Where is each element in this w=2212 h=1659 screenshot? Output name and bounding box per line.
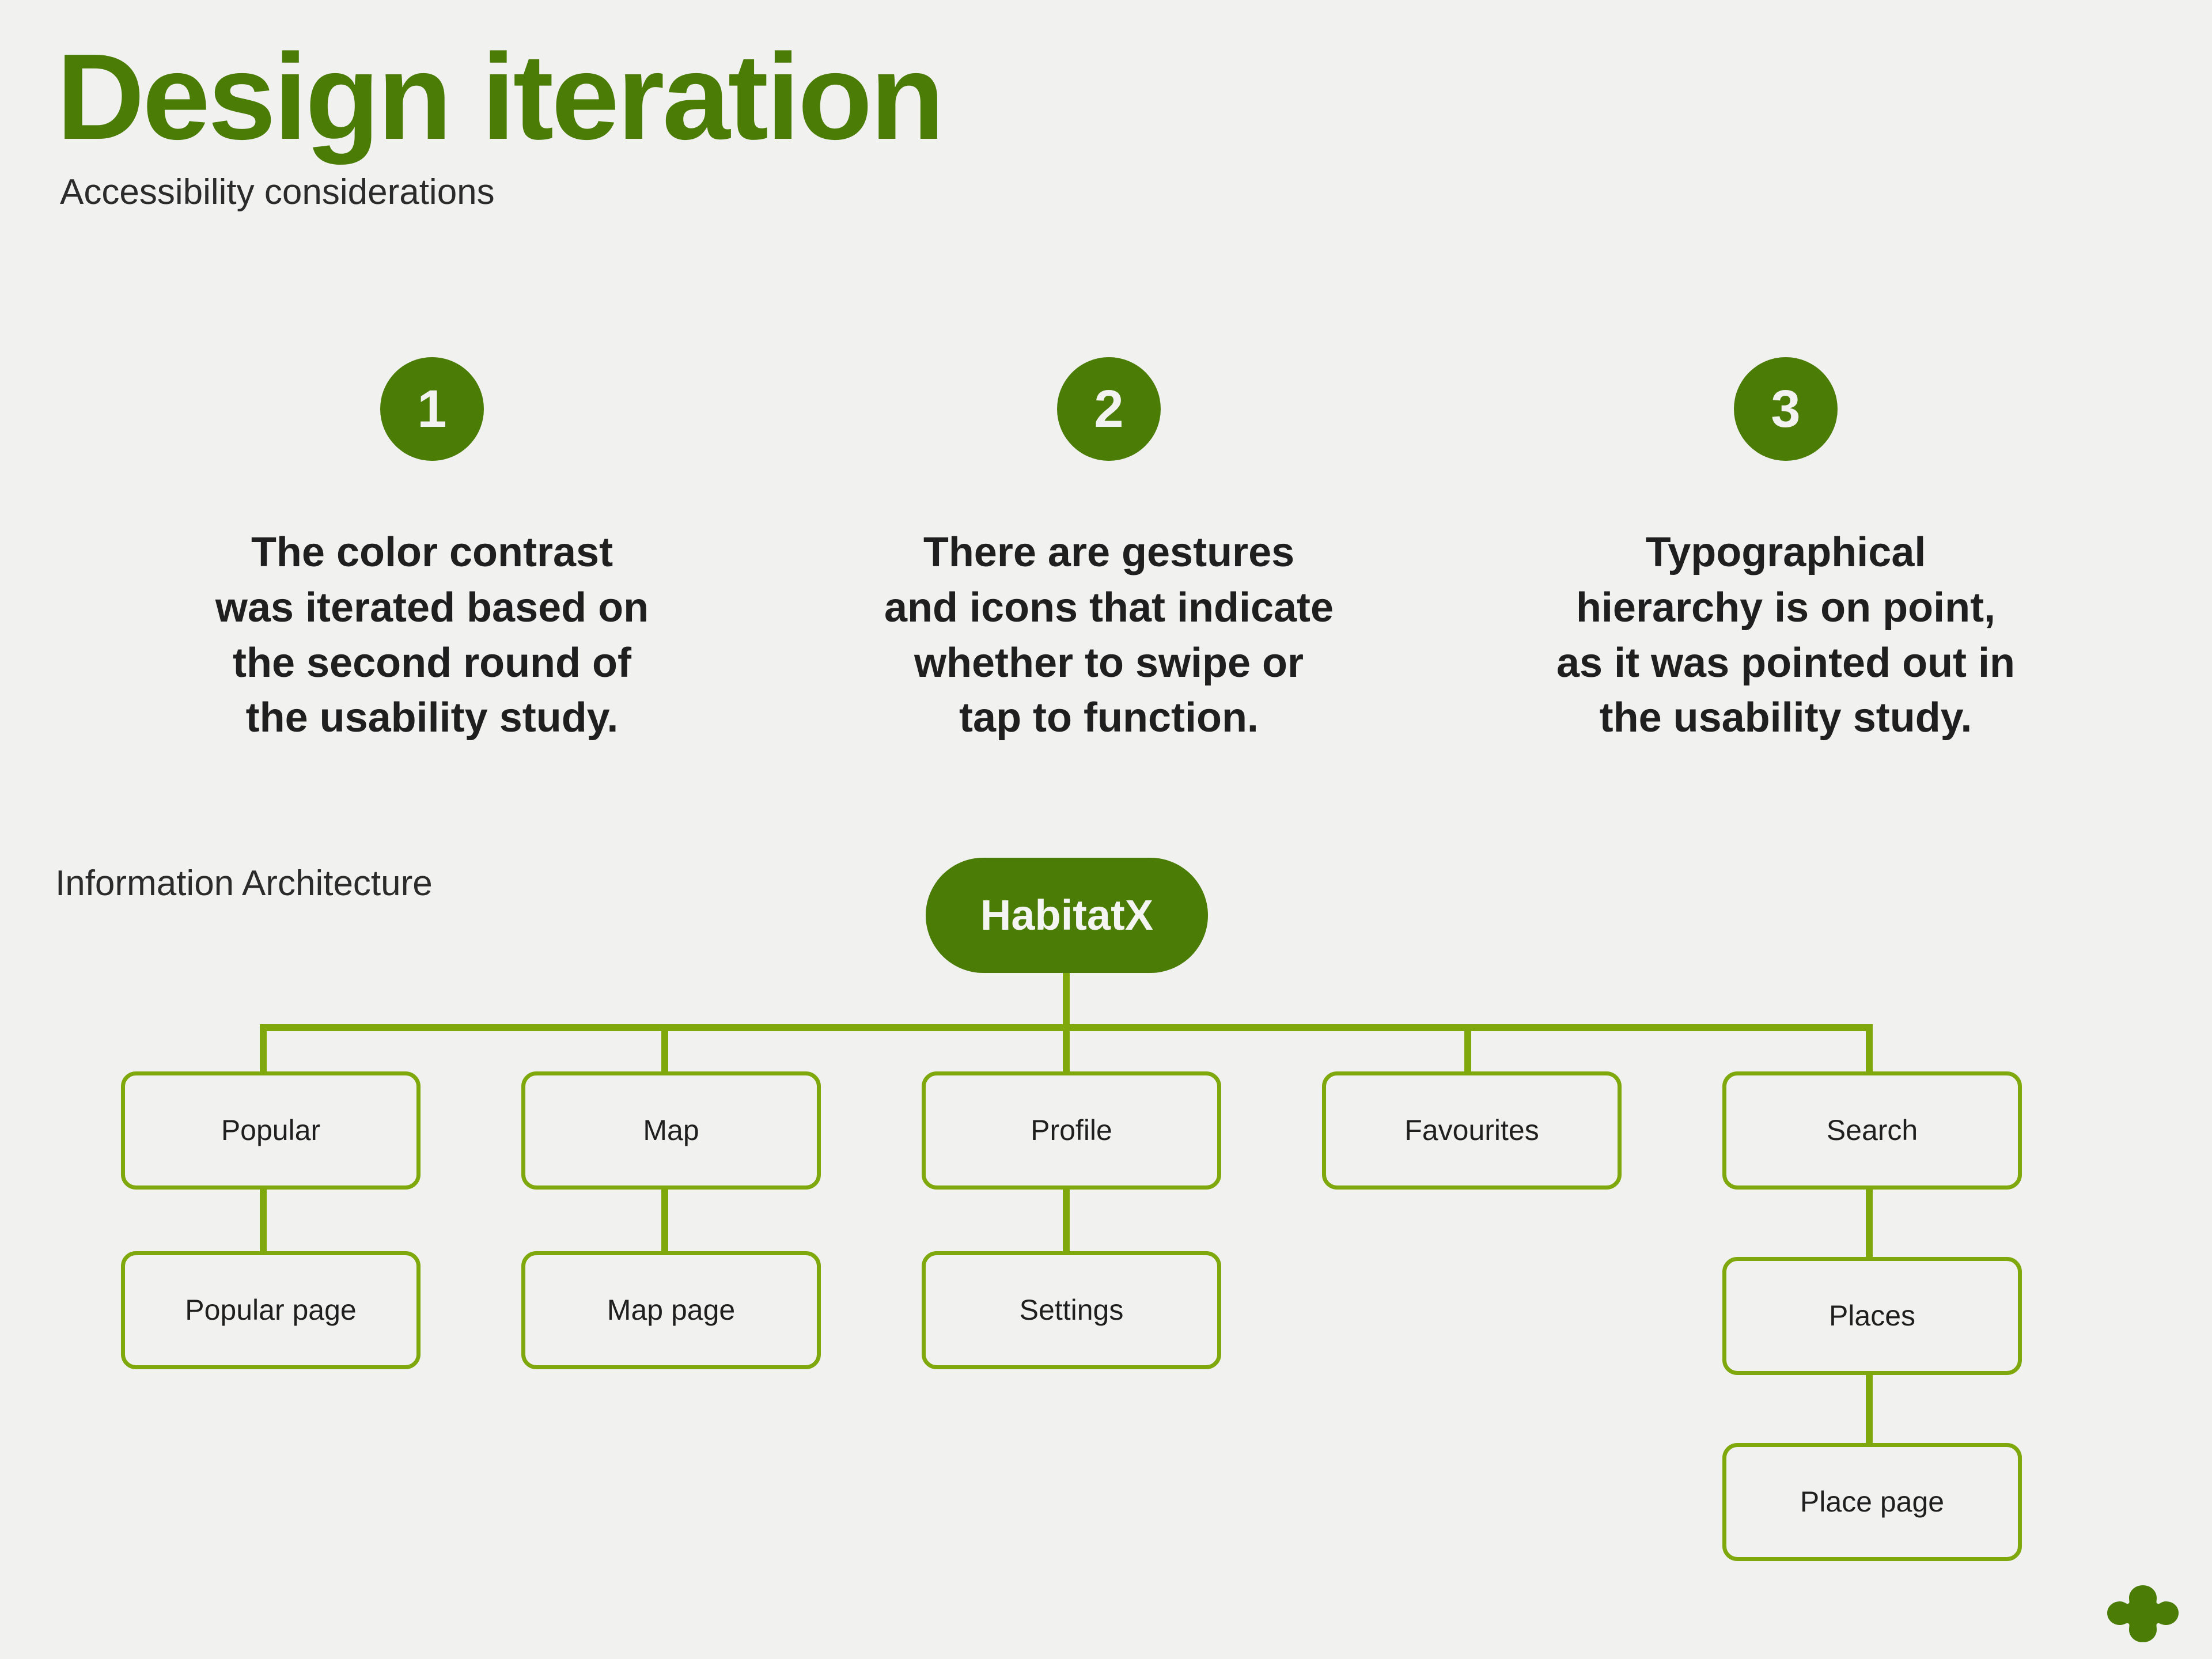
tree-node-place-page[interactable]: Place page <box>1722 1443 2022 1561</box>
connector-profile-to-settings <box>1063 1188 1070 1251</box>
connector-horizontal-bus <box>260 1024 1873 1031</box>
tree-node-map-label: Map <box>643 1114 699 1146</box>
consideration-item-1: 1 The color contrast was iterated based … <box>144 357 720 746</box>
connector-map-to-map-page <box>661 1188 668 1251</box>
tree-node-popular-page-label: Popular page <box>185 1294 357 1326</box>
tree-node-popular-label: Popular <box>221 1114 321 1146</box>
tree-node-root[interactable]: HabitatX <box>926 858 1208 973</box>
page-title: Design iteration <box>56 28 945 165</box>
tree-node-settings[interactable]: Settings <box>922 1251 1221 1369</box>
tree-node-popular[interactable]: Popular <box>121 1071 421 1190</box>
tree-node-map[interactable]: Map <box>521 1071 821 1190</box>
consideration-text-3: Typographical hierarchy is on point, as … <box>1556 529 2016 741</box>
connector-root-stem <box>1063 973 1070 1028</box>
tree-node-profile[interactable]: Profile <box>922 1071 1221 1190</box>
connector-search-to-places <box>1866 1188 1873 1257</box>
tree-node-place-page-label: Place page <box>1800 1486 1945 1518</box>
number-badge-1: 1 <box>380 357 484 461</box>
information-architecture-label: Information Architecture <box>55 863 433 903</box>
clover-logo-icon <box>2107 1585 2179 1642</box>
tree-node-popular-page[interactable]: Popular page <box>121 1251 421 1369</box>
connector-drop-popular <box>260 1024 267 1088</box>
connector-drop-profile <box>1063 1024 1070 1088</box>
number-badge-3: 3 <box>1734 357 1838 461</box>
brand-logo <box>2103 1578 2183 1645</box>
connector-drop-search <box>1866 1024 1873 1088</box>
tree-node-search[interactable]: Search <box>1722 1071 2022 1190</box>
considerations-list: 1 The color contrast was iterated based … <box>144 357 2074 746</box>
connector-drop-map <box>661 1024 668 1088</box>
tree-node-places[interactable]: Places <box>1722 1257 2022 1375</box>
connector-places-to-place-page <box>1866 1368 1873 1443</box>
tree-node-settings-label: Settings <box>1019 1294 1124 1326</box>
consideration-text-1: The color contrast was iterated based on… <box>215 529 649 741</box>
number-badge-2: 2 <box>1057 357 1161 461</box>
tree-node-search-label: Search <box>1826 1114 1918 1146</box>
tree-node-map-page-label: Map page <box>607 1294 736 1326</box>
connector-popular-to-popular-page <box>260 1188 267 1251</box>
tree-node-map-page[interactable]: Map page <box>521 1251 821 1369</box>
tree-node-profile-label: Profile <box>1031 1114 1112 1146</box>
tree-node-places-label: Places <box>1828 1300 1916 1332</box>
consideration-item-3: 3 Typographical hierarchy is on point, a… <box>1498 357 2074 746</box>
consideration-text-2: There are gestures and icons that indica… <box>884 529 1334 741</box>
tree-node-favourites[interactable]: Favourites <box>1322 1071 1622 1190</box>
page-header: Design iteration Accessibility considera… <box>56 36 1554 212</box>
connector-drop-favourites <box>1464 1024 1471 1088</box>
tree-node-favourites-label: Favourites <box>1404 1114 1539 1146</box>
consideration-item-2: 2 There are gestures and icons that indi… <box>821 357 1397 746</box>
page-subtitle: Accessibility considerations <box>60 172 495 212</box>
tree-node-root-label: HabitatX <box>980 891 1154 939</box>
